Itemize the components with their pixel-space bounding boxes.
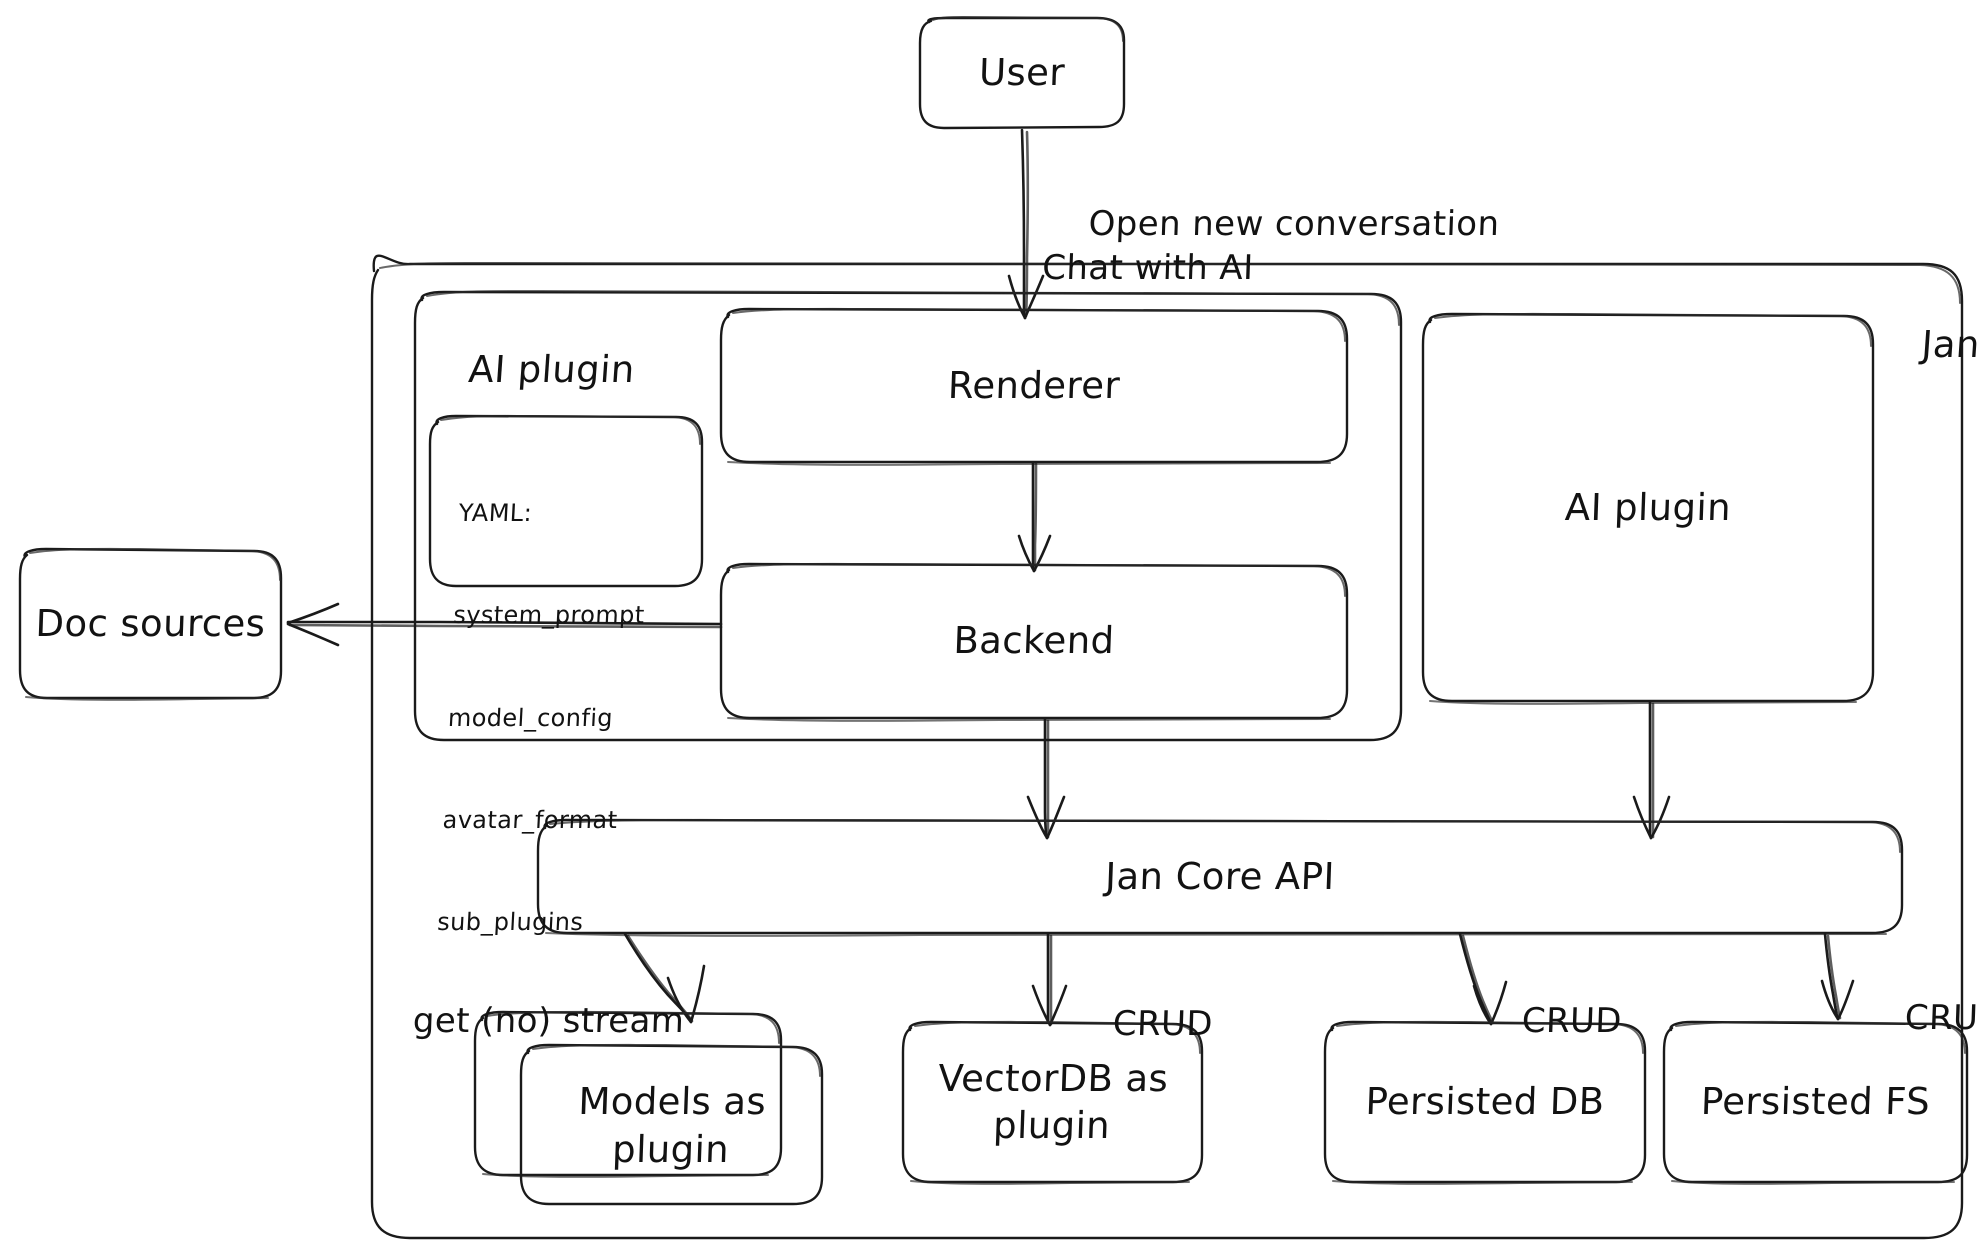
node-user[interactable]: User <box>918 18 1126 128</box>
group-label-jan: Jan <box>1868 280 1981 409</box>
edge-label-core-to-models-text: get (no) stream <box>412 1001 686 1042</box>
arrow-user-to-renderer <box>1007 128 1045 320</box>
persisted-fs-box-shape <box>1662 1020 1969 1185</box>
arrow-core-to-vectordb <box>1031 932 1068 1027</box>
models-outer-box-shape <box>473 1010 783 1178</box>
node-doc-sources[interactable]: Doc sources <box>17 549 283 698</box>
node-ai-plugin-label: AI plugin <box>1564 485 1732 529</box>
arrow-renderer-to-backend <box>1017 461 1052 573</box>
node-persisted-fs-label: Persisted FS <box>1700 1080 1931 1124</box>
node-jan-core-api-label: Jan Core API <box>1104 854 1336 898</box>
node-models-as-plugin[interactable]: Models as plugin <box>518 1047 824 1204</box>
group-label-ai-plugin: AI plugin <box>415 305 639 434</box>
group-label-ai-plugin-text: AI plugin <box>467 348 637 391</box>
edge-label-user-to-renderer-text: Open new conversation Chat with AI <box>1041 204 1501 289</box>
ai-plugin-group-shape <box>413 289 1403 742</box>
ai-plugin-box-shape <box>1421 312 1875 705</box>
node-vectordb-as-plugin-label: VectorDB as plugin <box>937 1056 1170 1147</box>
yaml-card-header: YAML: <box>457 499 533 528</box>
user-box-shape <box>918 16 1126 130</box>
backend-box-shape <box>719 562 1349 722</box>
node-renderer[interactable]: Renderer <box>718 309 1349 462</box>
node-vectordb-as-plugin[interactable]: VectorDB as plugin <box>900 1022 1205 1182</box>
jan-container-shape <box>370 254 1964 1240</box>
node-user-label: User <box>978 51 1066 95</box>
node-doc-sources-label: Doc sources <box>34 601 267 645</box>
doc-sources-box-shape <box>18 547 283 701</box>
renderer-box-shape <box>719 307 1349 466</box>
node-ai-plugin[interactable]: AI plugin <box>1416 314 1880 701</box>
arrow-backend-to-doc-sources <box>286 602 723 647</box>
persisted-db-box-shape <box>1323 1020 1647 1185</box>
group-label-jan-text: Jan <box>1920 323 1981 366</box>
node-persisted-db-label: Persisted DB <box>1364 1080 1606 1124</box>
arrow-aiplugin-to-core <box>1632 700 1671 840</box>
node-renderer-label: Renderer <box>947 363 1121 407</box>
jan-core-api-box-shape <box>536 818 1904 937</box>
node-persisted-fs[interactable]: Persisted FS <box>1661 1022 1970 1182</box>
arrow-core-to-persisted-fs <box>1820 932 1855 1021</box>
yaml-card-key-system-prompt: system_prompt <box>452 601 646 630</box>
models-inner-box-shape <box>519 1043 824 1206</box>
vectordb-box-shape <box>901 1020 1204 1185</box>
yaml-card-shape <box>428 414 704 588</box>
node-backend-label: Backend <box>952 619 1116 663</box>
node-jan-core-api[interactable]: Jan Core API <box>536 820 1904 933</box>
yaml-card-key-model-config: model_config <box>447 703 614 732</box>
arrow-backend-to-core <box>1026 717 1066 840</box>
node-models-as-plugin-label: Models as plugin <box>577 1080 767 1171</box>
node-persisted-db[interactable]: Persisted DB <box>1322 1022 1648 1182</box>
node-backend[interactable]: Backend <box>718 564 1349 718</box>
